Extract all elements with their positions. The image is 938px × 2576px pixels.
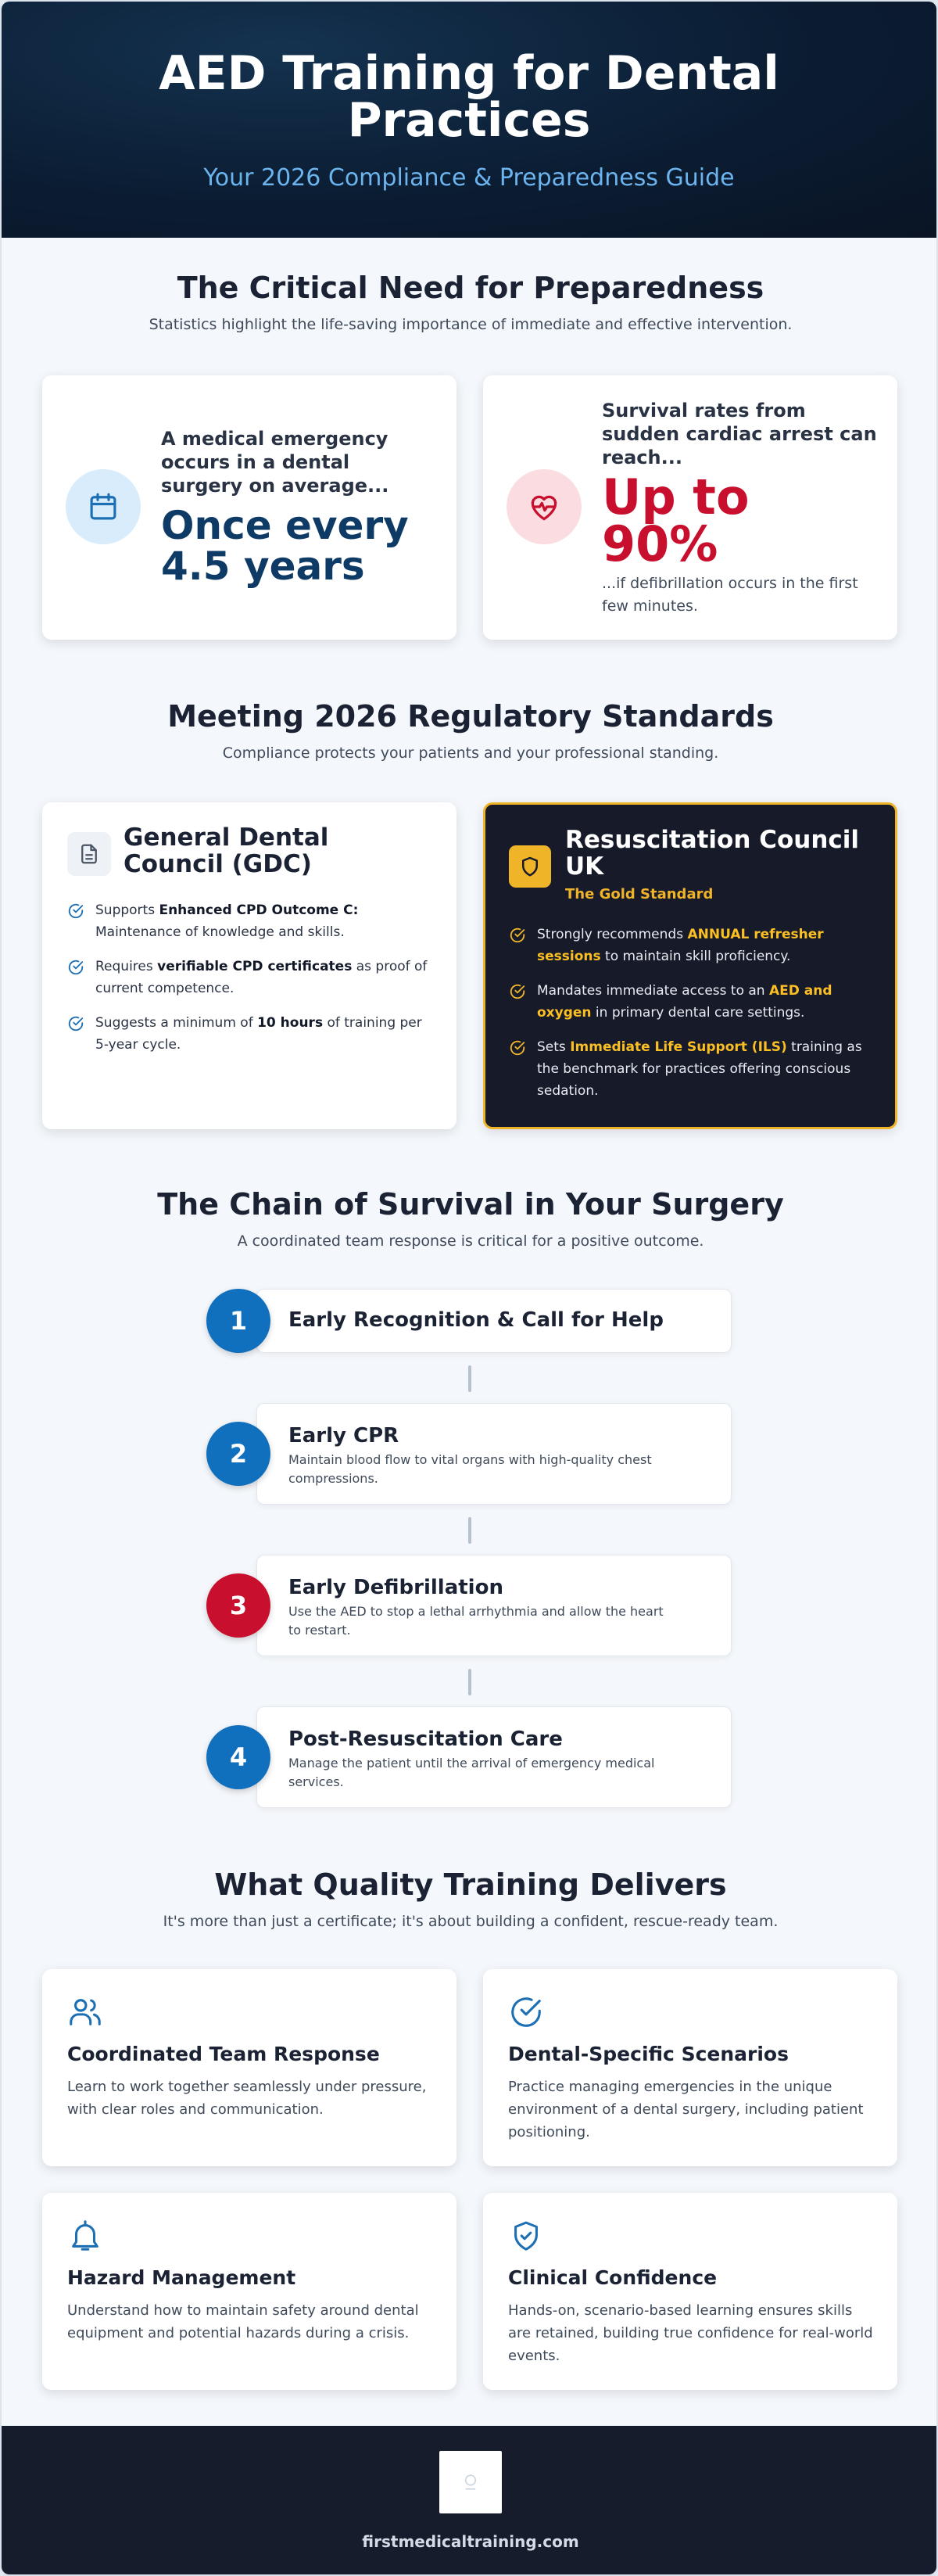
standards-subheading: Compliance protects your patients and yo…	[222, 744, 719, 762]
chain-step-desc: Use the AED to stop a lethal arrhythmia …	[288, 1604, 664, 1638]
check-circle-icon	[511, 1997, 541, 2027]
training-section-header: What Quality Training Delivers It's more…	[2, 1867, 936, 1930]
stat-value-frequency: Once every 4.5 years	[161, 503, 409, 589]
gdc-item: Supports Enhanced CPD Outcome C: Mainten…	[67, 899, 435, 943]
chain-connector	[468, 1517, 471, 1544]
check-circle-icon	[68, 1016, 84, 1031]
stat-value-survival: Up to 90%	[602, 468, 750, 572]
calendar-icon	[66, 469, 141, 544]
rcuk-item: Strongly recommends ANNUAL refresher ses…	[509, 924, 876, 967]
feature-title: Hazard Management	[67, 2266, 296, 2289]
chain-step-title: Early Defibrillation	[288, 1576, 503, 1599]
gdc-title: General Dental Council (GDC)	[124, 823, 329, 878]
check-circle-icon	[510, 1040, 525, 1056]
chain-step-title: Early Recognition & Call for Help	[288, 1308, 664, 1332]
chain-step-number: 1	[206, 1289, 270, 1353]
chain-step-number: 3	[206, 1573, 270, 1638]
check-circle-icon	[510, 984, 525, 999]
feature-title: Clinical Confidence	[508, 2266, 718, 2289]
stat-text-block: A medical emergency occurs in a dental s…	[161, 427, 435, 587]
feature-desc: Understand how to maintain safety around…	[67, 2302, 419, 2341]
page-subtitle: Your 2026 Compliance & Preparedness Guid…	[203, 164, 735, 192]
chain-step-3: Early Defibrillation Use the AED to stop…	[256, 1555, 732, 1656]
check-circle-icon	[68, 903, 84, 919]
rcuk-card: Resuscitation Council UK The Gold Standa…	[483, 802, 897, 1129]
feature-card-hazard-management: Hazard Management Understand how to main…	[42, 2193, 456, 2390]
stat-lead-text: Survival rates from sudden cardiac arres…	[602, 400, 877, 468]
feature-title: Dental-Specific Scenarios	[508, 2043, 789, 2065]
need-heading: The Critical Need for Preparedness	[177, 271, 764, 305]
chain-connector	[468, 1669, 471, 1695]
chain-step-2: Early CPR Maintain blood flow to vital o…	[256, 1403, 732, 1505]
need-section-header: The Critical Need for Preparedness Stati…	[2, 271, 936, 333]
document-icon	[67, 832, 111, 876]
chain-step-number: 4	[206, 1725, 270, 1789]
logo-icon[interactable]	[439, 2451, 502, 2513]
chain-connector	[468, 1365, 471, 1392]
rcuk-item: Mandates immediate access to an AED and …	[509, 980, 876, 1024]
gdc-item: Suggests a minimum of 10 hours of traini…	[67, 1012, 435, 1056]
chain-step-4: Post-Resuscitation Care Manage the patie…	[256, 1706, 732, 1808]
bell-icon	[72, 2220, 98, 2251]
stat-card-survival-rate: Survival rates from sudden cardiac arres…	[483, 375, 897, 640]
rcuk-item: Sets Immediate Life Support (ILS) traini…	[509, 1036, 876, 1102]
website-link[interactable]: firstmedicaltraining.com	[362, 2532, 579, 2551]
feature-card-dental-scenarios: Dental-Specific Scenarios Practice manag…	[483, 1969, 897, 2166]
training-heading: What Quality Training Delivers	[214, 1867, 727, 1902]
chain-step-title: Early CPR	[288, 1424, 399, 1448]
feature-card-clinical-confidence: Clinical Confidence Hands-on, scenario-b…	[483, 2193, 897, 2390]
standards-section-header: Meeting 2026 Regulatory Standards Compli…	[2, 699, 936, 762]
chain-subheading: A coordinated team response is critical …	[237, 1232, 704, 1250]
training-subheading: It's more than just a certificate; it's …	[163, 1913, 779, 1930]
hero-header: AED Training for Dental Practices Your 2…	[2, 2, 936, 238]
chain-step-title: Post-Resuscitation Care	[288, 1727, 563, 1751]
feature-title: Coordinated Team Response	[67, 2043, 380, 2065]
page-title: AED Training for Dental Practices	[159, 46, 779, 148]
feature-desc: Practice managing emergencies in the uni…	[508, 2079, 864, 2140]
feature-desc: Learn to work together seamlessly under …	[67, 2079, 427, 2118]
feature-desc: Hands-on, scenario-based learning ensure…	[508, 2302, 873, 2364]
check-circle-icon	[510, 927, 525, 943]
chain-section-header: The Chain of Survival in Your Surgery A …	[2, 1187, 936, 1250]
rcuk-title: Resuscitation Council UK	[565, 826, 860, 881]
stat-footnote: ...if defibrillation occurs in the first…	[602, 575, 858, 615]
chain-heading: The Chain of Survival in Your Surgery	[157, 1187, 784, 1222]
chain-step-1: Early Recognition & Call for Help	[256, 1289, 732, 1353]
shield-check-icon	[514, 2221, 538, 2251]
page-footer: firstmedicaltraining.com	[2, 2426, 936, 2574]
heart-pulse-icon	[507, 469, 582, 544]
standards-heading: Meeting 2026 Regulatory Standards	[167, 699, 774, 734]
users-icon	[70, 1999, 101, 2025]
stat-lead-text: A medical emergency occurs in a dental s…	[161, 428, 389, 497]
shield-icon	[509, 845, 551, 888]
stat-text-block: Survival rates from sudden cardiac arres…	[602, 399, 883, 618]
gdc-card: General Dental Council (GDC) Supports En…	[42, 802, 456, 1129]
check-circle-icon	[68, 960, 84, 975]
gold-standard-badge: The Gold Standard	[565, 886, 714, 902]
need-subheading: Statistics highlight the life-saving imp…	[149, 316, 793, 333]
chain-step-number: 2	[206, 1422, 270, 1486]
gdc-item: Requires verifiable CPD certificates as …	[67, 956, 435, 999]
chain-step-desc: Manage the patient until the arrival of …	[288, 1756, 655, 1789]
feature-card-team-response: Coordinated Team Response Learn to work …	[42, 1969, 456, 2166]
chain-step-desc: Maintain blood flow to vital organs with…	[288, 1452, 652, 1486]
stat-card-emergency-frequency: A medical emergency occurs in a dental s…	[42, 375, 456, 640]
